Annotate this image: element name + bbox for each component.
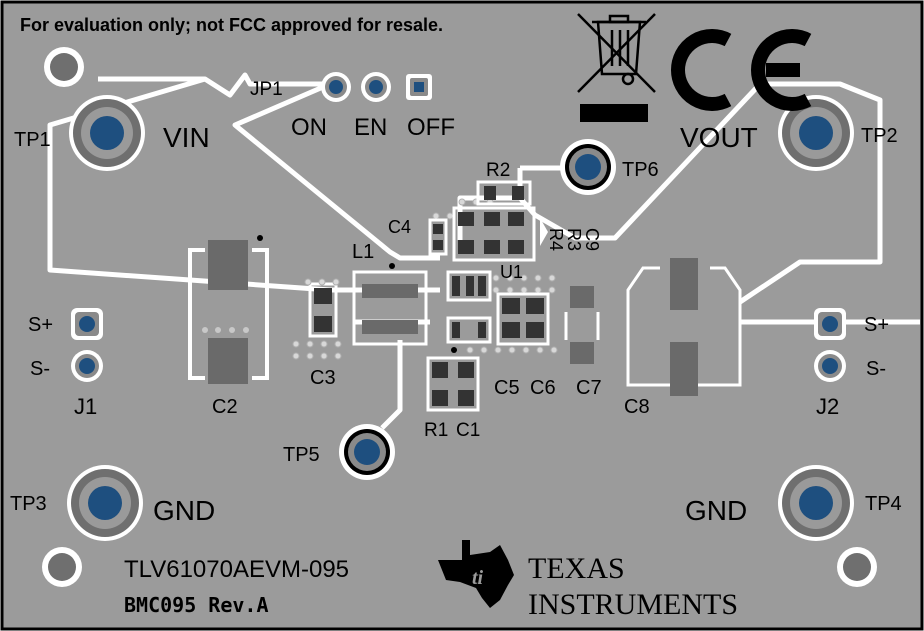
u1-label: U1 — [500, 262, 523, 282]
u1-footprint — [446, 270, 492, 344]
jp1-off-label: OFF — [407, 114, 455, 141]
c3-label: C3 — [310, 367, 336, 389]
part-number-text: TLV61070AEVM-095 — [124, 556, 349, 583]
j1-pin-s-minus[interactable] — [71, 350, 103, 382]
r1-label: R1 — [424, 420, 448, 441]
tp1-label: TP1 — [14, 129, 51, 151]
jp1-header — [321, 72, 432, 102]
gnd-right-label: GND — [685, 495, 747, 526]
jp1-on-label: ON — [291, 114, 327, 141]
jp1-pin-en[interactable] — [361, 72, 391, 102]
jp1-pin-on[interactable] — [321, 72, 351, 102]
j2-s-minus-label: S- — [866, 358, 886, 380]
l1-footprint — [352, 263, 428, 346]
j2-pin-s-plus[interactable] — [814, 308, 846, 340]
weee-bin-icon — [577, 13, 656, 122]
c7-label: C7 — [576, 377, 602, 399]
vin-label: VIN — [163, 122, 210, 153]
c5-label: C5 — [494, 377, 520, 399]
ti-logo-instruments: INSTRUMENTS — [528, 588, 738, 621]
c4-label: C4 — [388, 217, 411, 237]
l1-label: L1 — [352, 241, 374, 263]
tp2-label: TP2 — [861, 125, 898, 147]
c9-label: C9 — [582, 228, 602, 251]
tp5-pad[interactable] — [339, 424, 395, 480]
jp1-label: JP1 — [250, 79, 283, 100]
revision-text: BMC095 Rev.A — [124, 593, 269, 617]
c2-footprint — [188, 235, 269, 384]
j1-s-minus-label: S- — [30, 358, 50, 380]
ce-mark-icon — [671, 29, 812, 111]
tp3-pad[interactable] — [67, 465, 143, 541]
c8-label: C8 — [624, 396, 650, 418]
tp4-label: TP4 — [865, 493, 902, 515]
tp3-label: TP3 — [10, 493, 47, 515]
large-test-points — [67, 95, 854, 541]
vout-label: VOUT — [680, 122, 758, 153]
c1-label: C1 — [456, 420, 480, 441]
jp1-en-label: EN — [354, 114, 387, 141]
tp5-label: TP5 — [283, 444, 320, 466]
jp1-pin-off[interactable] — [406, 74, 432, 100]
tp2-pad[interactable] — [778, 95, 854, 171]
svg-text:ti: ti — [472, 567, 484, 589]
r3-label: R3 — [564, 228, 584, 251]
j2-connector — [814, 308, 846, 382]
r4-label: R4 — [546, 228, 566, 251]
c4-r2-r3-r4-c9-cluster — [428, 180, 548, 262]
c5-c6-footprint — [496, 292, 550, 346]
gnd-left-label: GND — [153, 495, 215, 526]
j1-label: J1 — [74, 394, 97, 419]
r2-label: R2 — [486, 160, 510, 181]
j1-pin-s-plus[interactable] — [71, 308, 103, 340]
tp1-pad[interactable] — [69, 95, 145, 171]
ti-logo-icon: ti — [438, 540, 514, 608]
r4-r3-c9-rotated-labels: C9 — [582, 228, 602, 251]
r1-c1-footprint — [426, 347, 480, 412]
tp4-pad[interactable] — [778, 465, 854, 541]
j2-pin-s-minus[interactable] — [814, 350, 846, 382]
tp6-label: TP6 — [622, 159, 659, 181]
tp6-pad[interactable] — [560, 139, 616, 195]
j2-label: J2 — [816, 394, 839, 419]
c2-label: C2 — [212, 396, 238, 418]
disclaimer-text: For evaluation only; not FCC approved fo… — [20, 15, 443, 35]
mounting-holes — [42, 47, 877, 587]
j1-s-plus-label: S+ — [28, 314, 53, 336]
c7-footprint — [564, 286, 600, 364]
ti-logo-texas: TEXAS — [528, 552, 625, 585]
c8-footprint — [626, 258, 742, 396]
j1-connector — [71, 308, 103, 382]
j2-s-plus-label: S+ — [864, 314, 889, 336]
c6-label: C6 — [530, 377, 556, 399]
